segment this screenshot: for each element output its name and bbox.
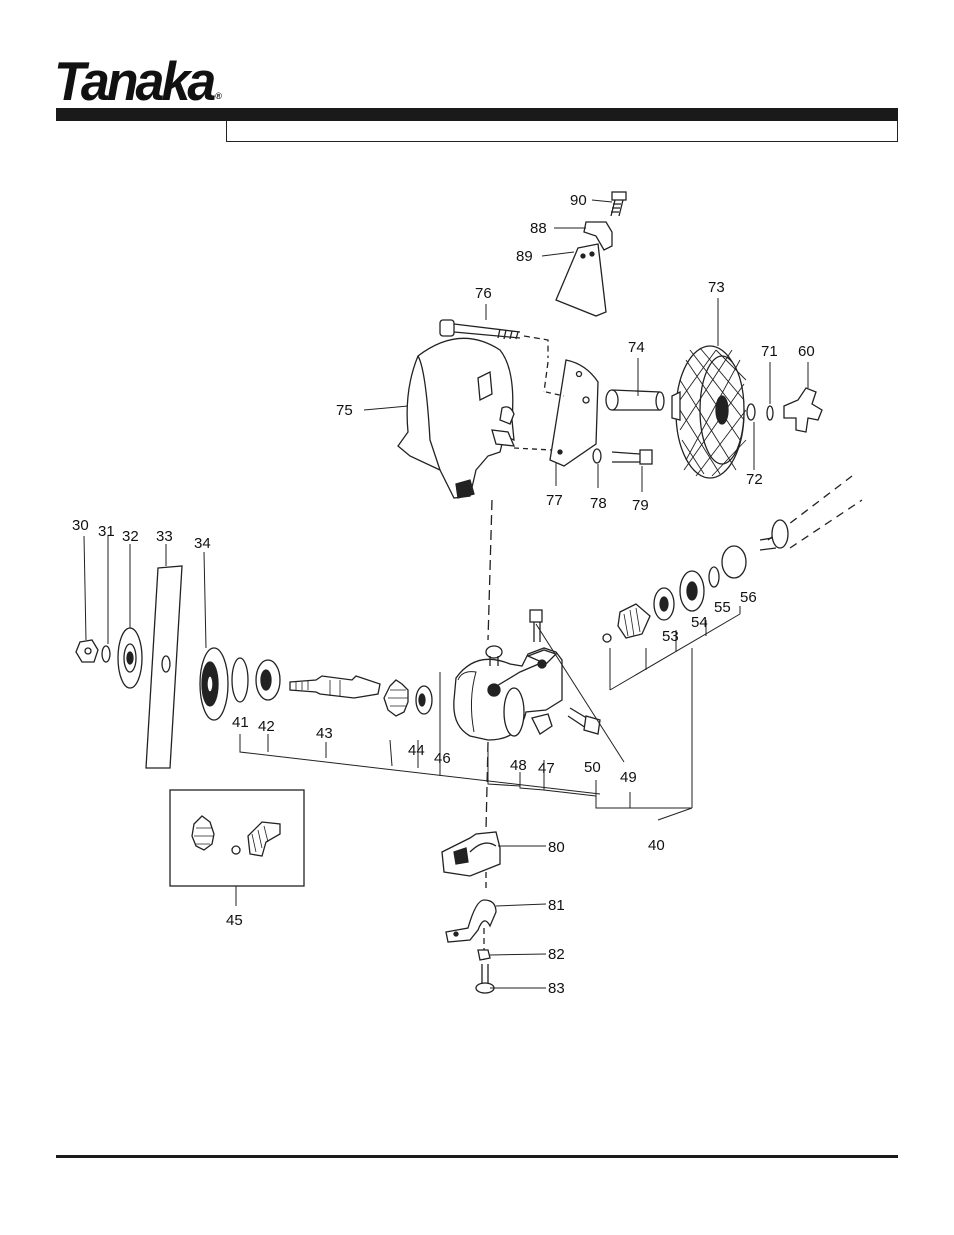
label-45: 45 — [226, 912, 243, 929]
part-41-circlip — [231, 657, 249, 703]
part-60-knob — [783, 387, 823, 433]
header-title-box — [226, 121, 898, 142]
part-90-bolt — [610, 191, 627, 217]
label-40: 40 — [648, 837, 665, 854]
label-54: 54 — [691, 614, 708, 631]
part-46-bolt — [485, 645, 503, 666]
label-82: 82 — [548, 946, 565, 963]
label-89: 89 — [516, 248, 533, 265]
part-82-nut — [477, 949, 491, 961]
part-31-washer — [101, 645, 111, 663]
part-81-strap — [445, 899, 497, 943]
part-77-bracket — [549, 359, 599, 467]
registered-mark: ® — [215, 90, 222, 101]
part-43-shaft — [289, 675, 381, 699]
part-88-plate — [583, 221, 613, 251]
part-labels: 90 88 89 76 73 74 71 60 75 77 78 79 72 3… — [72, 192, 815, 997]
label-42: 42 — [258, 718, 275, 735]
label-76: 76 — [475, 285, 492, 302]
label-49: 49 — [620, 769, 637, 786]
label-60: 60 — [798, 343, 815, 360]
brand-name: Tanaka — [54, 51, 216, 113]
label-44: 44 — [408, 742, 425, 759]
label-47: 47 — [538, 760, 555, 777]
part-50-bolt — [567, 707, 601, 735]
part-48-gear-case — [453, 647, 563, 741]
label-74: 74 — [628, 339, 645, 356]
part-56-circlip — [721, 545, 747, 579]
drive-shaft — [759, 475, 863, 551]
label-72: 72 — [746, 471, 763, 488]
part-34-holder — [199, 647, 229, 721]
part-49-bolt — [529, 609, 543, 642]
label-30: 30 — [72, 517, 89, 534]
label-33: 33 — [156, 528, 173, 545]
label-53: 53 — [662, 628, 679, 645]
part-76-bolt — [439, 319, 521, 340]
part-45-gear-set — [169, 789, 305, 906]
label-leaders — [83, 199, 809, 989]
label-77: 77 — [546, 492, 563, 509]
label-32: 32 — [122, 528, 139, 545]
part-73-wheel — [671, 345, 747, 479]
label-88: 88 — [530, 220, 547, 237]
label-71: 71 — [761, 343, 778, 360]
header-rule — [56, 108, 898, 121]
label-31: 31 — [98, 523, 115, 540]
label-73: 73 — [708, 279, 725, 296]
part-75-guard — [397, 337, 516, 499]
label-46: 46 — [434, 750, 451, 767]
label-34: 34 — [194, 535, 211, 552]
part-79-bolt — [611, 449, 653, 465]
label-80: 80 — [548, 839, 565, 856]
group-40-leaders — [239, 606, 741, 821]
label-55: 55 — [714, 599, 731, 616]
pinion-gear — [617, 603, 651, 639]
part-44-bearing — [415, 685, 433, 715]
part-30-nut — [75, 639, 99, 663]
part-54-bearing — [679, 570, 705, 612]
part-78-washer — [592, 448, 602, 464]
label-43: 43 — [316, 725, 333, 742]
part-71-clip — [766, 405, 774, 421]
label-81: 81 — [548, 897, 565, 914]
label-75: 75 — [336, 402, 353, 419]
label-41: 41 — [232, 714, 249, 731]
label-83: 83 — [548, 980, 565, 997]
label-56: 56 — [740, 589, 757, 606]
part-47-plate — [531, 713, 553, 735]
part-33-blade — [145, 565, 183, 769]
part-53-bearing — [653, 587, 675, 621]
label-79: 79 — [632, 497, 649, 514]
label-48: 48 — [510, 757, 527, 774]
part-55-ring — [708, 566, 720, 588]
part-89-bracket — [555, 243, 607, 317]
part-74-axle — [605, 389, 665, 411]
part-72-washer — [746, 403, 756, 421]
label-78: 78 — [590, 495, 607, 512]
tanaka-logo: Tanaka® — [54, 51, 222, 114]
part-32-flange — [117, 627, 143, 689]
steel-ball — [602, 633, 612, 643]
footer-rule — [56, 1155, 898, 1158]
label-50: 50 — [584, 759, 601, 776]
part-80-clamp — [441, 831, 501, 877]
part-83-bolt — [475, 964, 495, 994]
bevel-gear — [383, 679, 409, 717]
part-42-bearing — [255, 659, 281, 701]
label-90: 90 — [570, 192, 587, 209]
